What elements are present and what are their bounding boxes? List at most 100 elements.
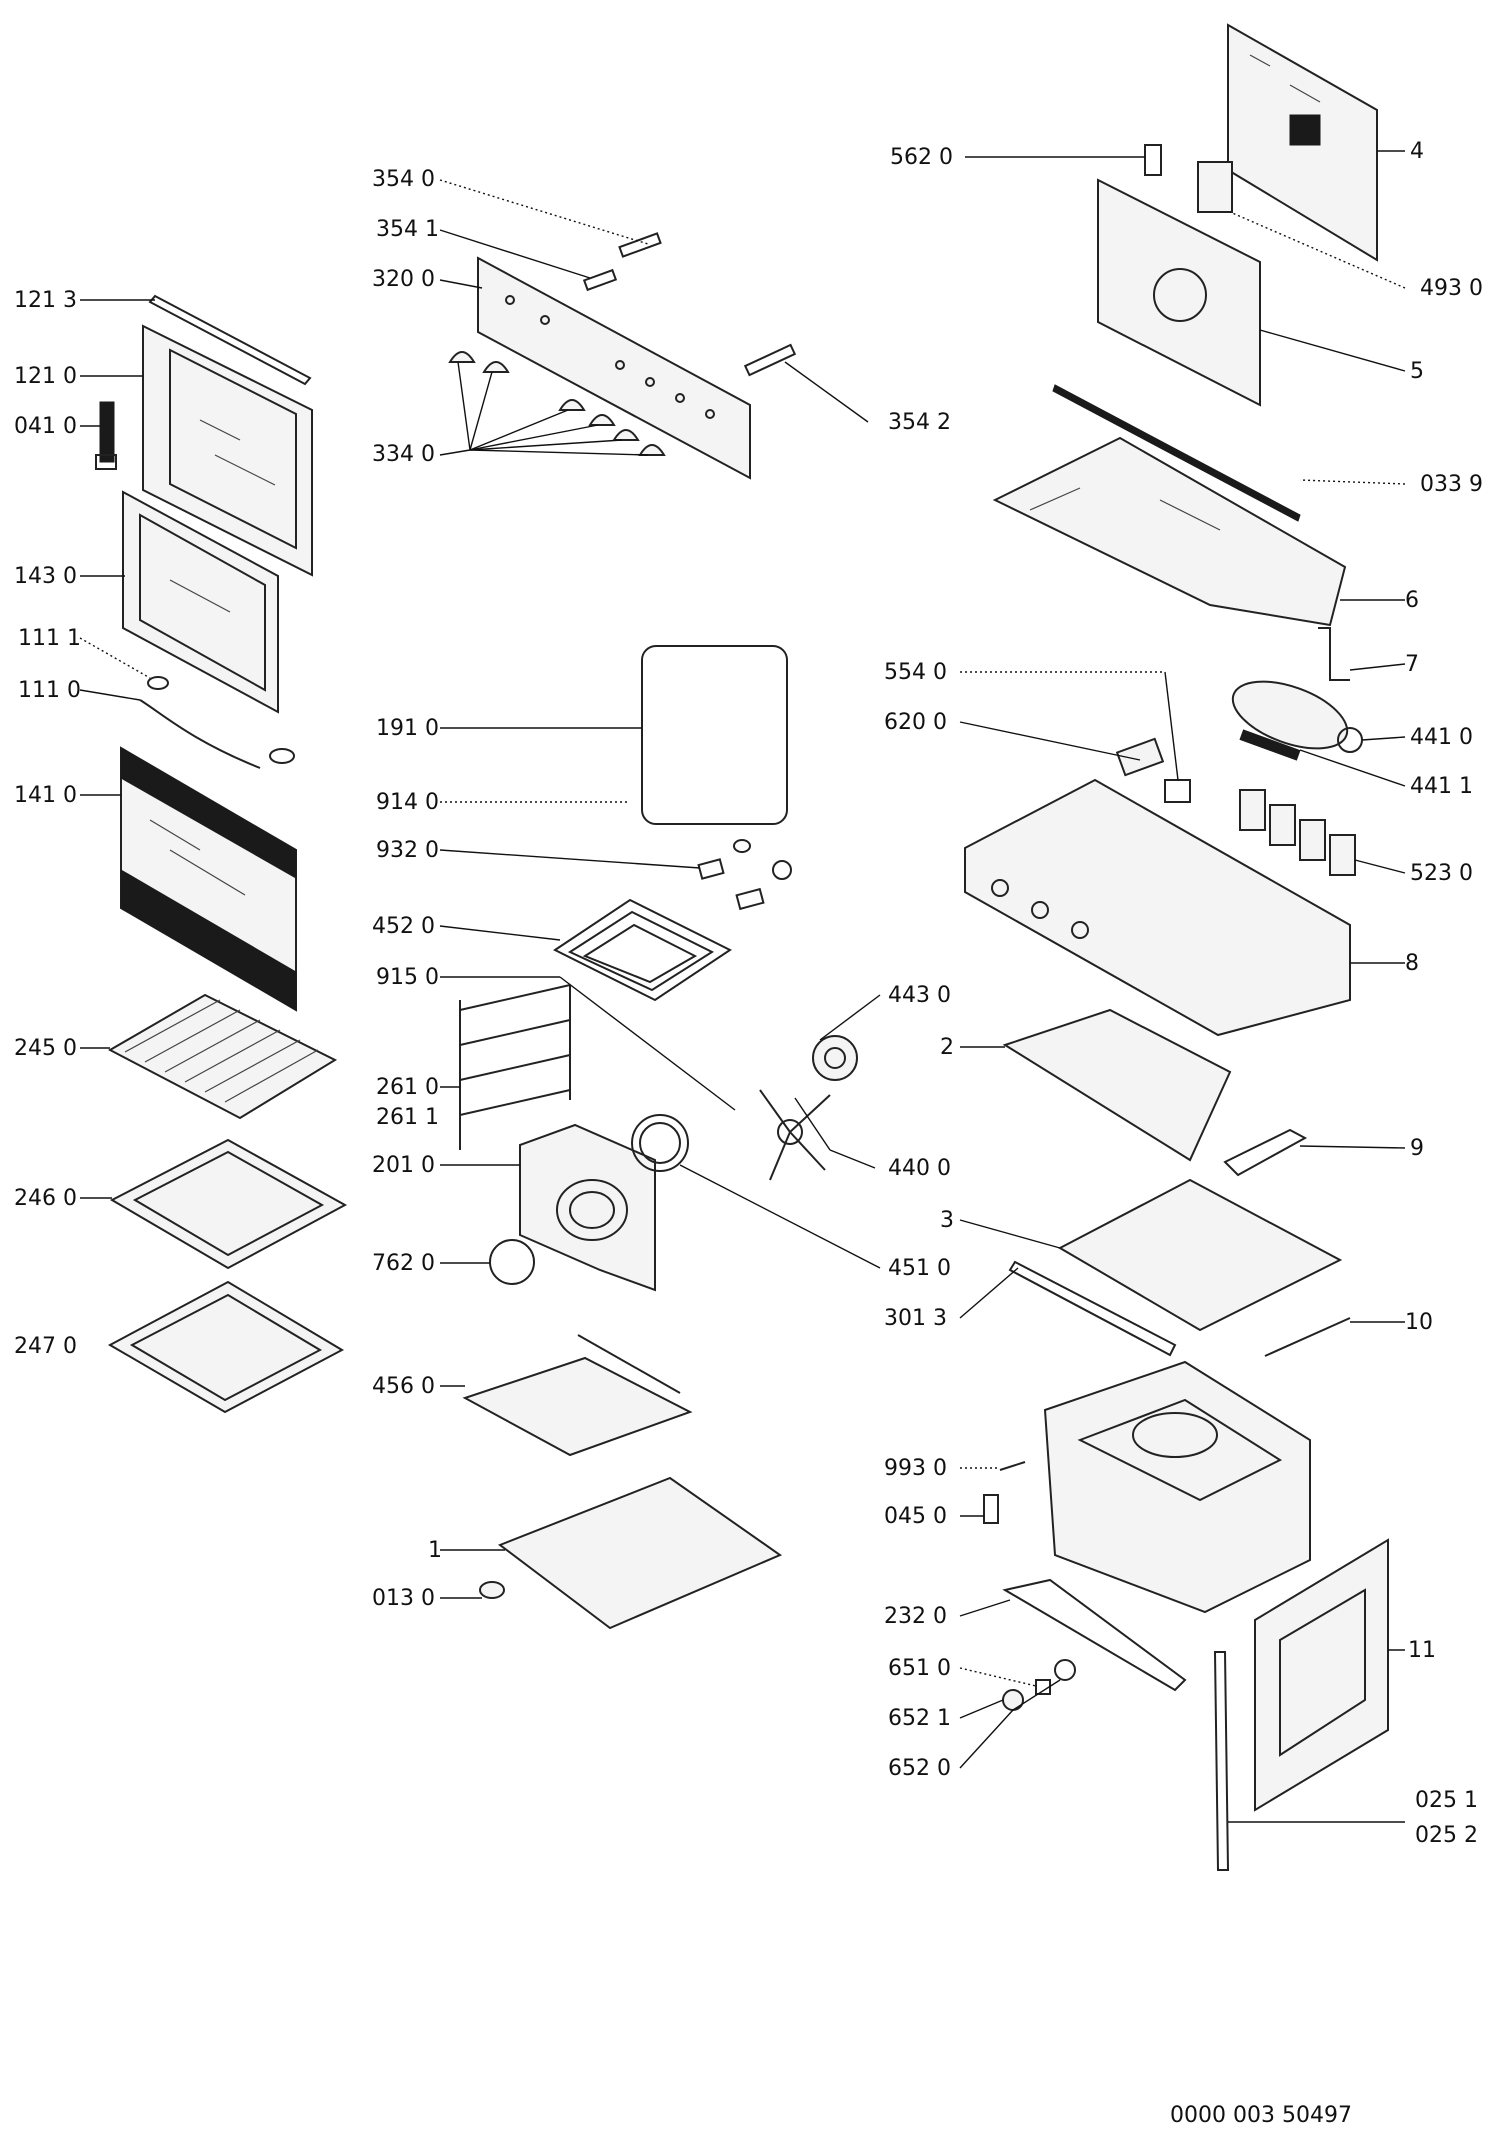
oven-floor-plate [497, 1476, 783, 1630]
air-duct [1318, 627, 1350, 681]
fan-blade [759, 1089, 831, 1181]
hinge-receiver [983, 1494, 999, 1524]
label-914-0: 914 0 [376, 790, 439, 815]
label-5: 5 [1410, 359, 1424, 384]
label-045-0: 045 0 [884, 1504, 947, 1529]
label-620-0: 620 0 [884, 710, 947, 735]
bottom-panel-3 [1057, 1178, 1343, 1332]
label-143-0: 143 0 [14, 564, 77, 589]
label-4: 4 [1410, 139, 1424, 164]
oven-seal-gasket [641, 645, 788, 825]
label-9: 9 [1410, 1136, 1424, 1161]
front-rail [1002, 1578, 1187, 1692]
insulation-strip [1052, 384, 1301, 522]
label-121-3: 121 3 [14, 288, 77, 313]
label-523-0: 523 0 [1410, 861, 1473, 886]
fan-housing-panel [1097, 178, 1261, 407]
part-labels: 354 0 354 1 320 0 354 2 334 0 121 3 121 … [14, 139, 1483, 1848]
label-452-0: 452 0 [372, 914, 435, 939]
label-245-0: 245 0 [14, 1036, 77, 1061]
grill-element [553, 898, 732, 1002]
knob-group [448, 351, 666, 456]
screw [999, 1461, 1026, 1471]
glass-clip [147, 676, 169, 690]
label-201-0: 201 0 [372, 1153, 435, 1178]
label-11: 11 [1408, 1638, 1436, 1663]
oven-cavity [1043, 1360, 1311, 1614]
label-261-1: 261 1 [376, 1105, 439, 1130]
label-247-0: 247 0 [14, 1334, 77, 1359]
label-334-0: 334 0 [372, 442, 435, 467]
label-6: 6 [1405, 588, 1419, 613]
door-hinge [95, 401, 117, 470]
side-strip-9 [1223, 1128, 1308, 1177]
fan-motor [812, 1035, 858, 1081]
label-915-0: 915 0 [376, 965, 439, 990]
label-141-0: 141 0 [14, 783, 77, 808]
rod-10 [1264, 1317, 1351, 1357]
terminal-block [1197, 161, 1233, 213]
bracket-small [1144, 144, 1162, 176]
lamp-cover [733, 839, 751, 853]
label-121-0: 121 0 [14, 364, 77, 389]
fan-terminal-strip [1239, 729, 1301, 761]
label-025-2: 025 2 [1415, 1823, 1478, 1848]
label-456-0: 456 0 [372, 1374, 435, 1399]
document-number: 0000 003 50497 [1170, 2103, 1352, 2128]
label-111-1: 111 1 [18, 626, 81, 651]
side-rack-left [459, 984, 571, 1150]
switch-block [1115, 737, 1165, 777]
switch-shaft-2 [582, 268, 618, 292]
label-261-0: 261 0 [376, 1075, 439, 1100]
label-493-0: 493 0 [1420, 276, 1483, 301]
door-seal-strip [1213, 1651, 1230, 1871]
label-651-0: 651 0 [888, 1656, 951, 1681]
label-111-0: 111 0 [18, 678, 81, 703]
lamp-glass [489, 1239, 535, 1285]
door-side-frame [1254, 1538, 1389, 1812]
label-246-0: 246 0 [14, 1186, 77, 1211]
label-562-0: 562 0 [890, 145, 953, 170]
label-10: 10 [1405, 1310, 1433, 1335]
foot [479, 1581, 505, 1599]
label-554-0: 554 0 [884, 660, 947, 685]
label-354-1: 354 1 [376, 217, 439, 242]
glass-bracket [139, 699, 295, 769]
label-1: 1 [428, 1538, 442, 1563]
label-932-0: 932 0 [376, 838, 439, 863]
label-652-1: 652 1 [888, 1706, 951, 1731]
baking-tray [109, 1138, 348, 1270]
label-354-2: 354 2 [888, 410, 951, 435]
label-232-0: 232 0 [884, 1604, 947, 1629]
label-320-0: 320 0 [372, 267, 435, 292]
drip-pan [107, 1280, 345, 1414]
label-993-0: 993 0 [884, 1456, 947, 1481]
label-652-0: 652 0 [888, 1756, 951, 1781]
label-441-0: 441 0 [1410, 725, 1473, 750]
control-box [964, 778, 1351, 1037]
label-443-0: 443 0 [888, 983, 951, 1008]
label-762-0: 762 0 [372, 1251, 435, 1276]
thermostat [1164, 779, 1191, 803]
label-440-0: 440 0 [888, 1156, 951, 1181]
side-panel-2 [1002, 1008, 1232, 1162]
label-041-0: 041 0 [14, 414, 77, 439]
bottom-heater [462, 1334, 693, 1457]
switch-shaft-1 [618, 232, 662, 258]
label-013-0: 013 0 [372, 1586, 435, 1611]
label-8: 8 [1405, 951, 1419, 976]
label-441-1: 441 1 [1410, 774, 1473, 799]
back-panel [1227, 23, 1378, 262]
fan-heater-ring [631, 1114, 689, 1172]
outer-door-glass [120, 746, 297, 1012]
door-inner-frame [142, 324, 313, 577]
label-301-3: 301 3 [884, 1306, 947, 1331]
label-033-9: 033 9 [1420, 472, 1483, 497]
control-panel [477, 256, 751, 480]
fan-cover [519, 1123, 656, 1292]
door-inner-glass [122, 490, 279, 714]
tangential-fan [1231, 680, 1363, 753]
label-025-1: 025 1 [1415, 1788, 1478, 1813]
wire-shelf [107, 993, 338, 1120]
